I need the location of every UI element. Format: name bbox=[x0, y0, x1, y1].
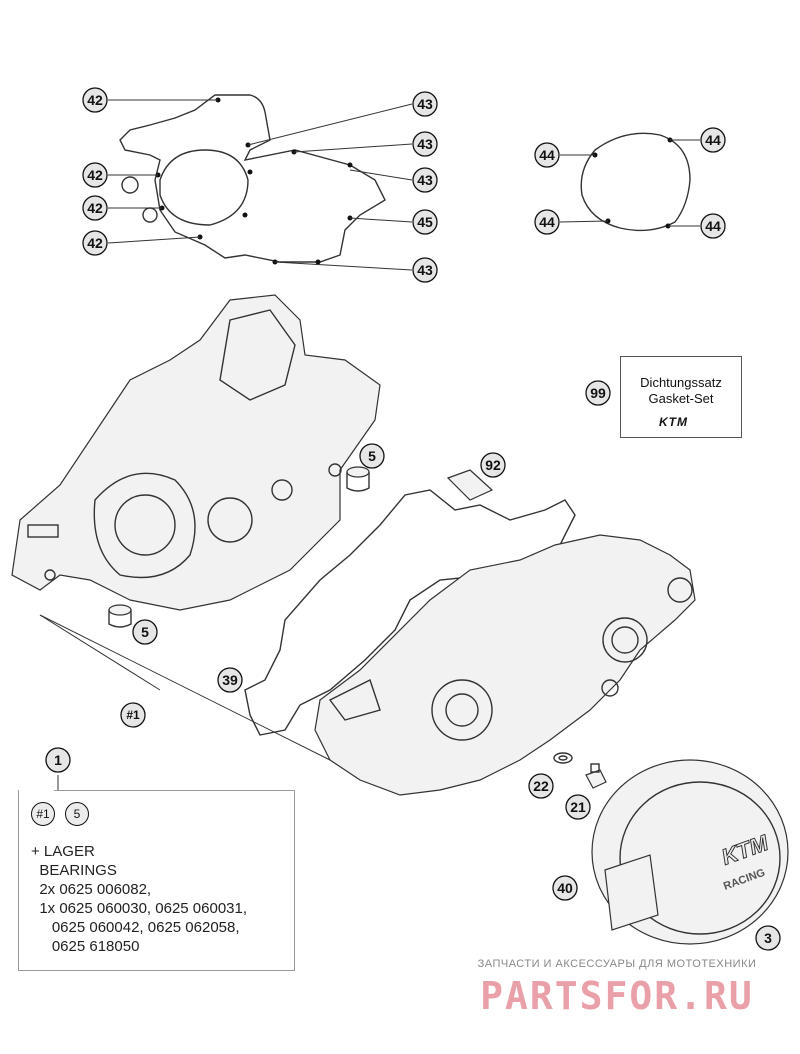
svg-text:44: 44 bbox=[705, 218, 721, 234]
callout-92[interactable]: 92 bbox=[480, 452, 506, 478]
site-watermark: ЗАПЧАСТИ И АКСЕССУАРЫ ДЛЯ МОТОТЕХНИКИ PA… bbox=[452, 958, 782, 1018]
svg-text:42: 42 bbox=[87, 235, 103, 251]
svg-text:42: 42 bbox=[87, 200, 103, 216]
watermark-tagline: ЗАПЧАСТИ И АКСЕССУАРЫ ДЛЯ МОТОТЕХНИКИ bbox=[477, 958, 757, 970]
watermark-site: PARTSFOR.RU bbox=[480, 974, 754, 1018]
svg-text:3: 3 bbox=[764, 930, 772, 946]
callout-5-a[interactable]: 5 bbox=[359, 443, 385, 469]
bearings-note: #1 5 + LAGER BEARINGS 2x 0625 006082, 1x… bbox=[18, 790, 295, 971]
svg-text:42: 42 bbox=[87, 92, 103, 108]
note-ref-5: 5 bbox=[65, 802, 89, 826]
svg-text:21: 21 bbox=[570, 799, 586, 815]
svg-text:43: 43 bbox=[417, 96, 433, 112]
screw-plug bbox=[585, 763, 607, 789]
gasket-set-box: Dichtungssatz Gasket-Set KTM bbox=[620, 350, 748, 438]
callout-99[interactable]: 99 bbox=[585, 380, 611, 406]
svg-text:44: 44 bbox=[705, 132, 721, 148]
callout-44-c[interactable]: 44 bbox=[700, 127, 726, 153]
callout-42-d[interactable]: 42 bbox=[82, 230, 108, 256]
svg-text:40: 40 bbox=[557, 880, 573, 896]
ktm-logo: KTM bbox=[659, 415, 688, 429]
note-references: #1 5 bbox=[31, 802, 89, 826]
svg-text:5: 5 bbox=[368, 448, 376, 464]
crankcase-gasket bbox=[244, 489, 576, 736]
svg-text:5: 5 bbox=[141, 624, 149, 640]
callout-42-a[interactable]: 42 bbox=[82, 87, 108, 113]
gasket-set-label: Dichtungssatz Gasket-Set KTM bbox=[620, 356, 742, 438]
svg-text:1: 1 bbox=[54, 752, 62, 768]
svg-text:45: 45 bbox=[417, 214, 433, 230]
svg-text:39: 39 bbox=[222, 672, 238, 688]
callout-43-a[interactable]: 43 bbox=[412, 91, 438, 117]
svg-text:42: 42 bbox=[87, 167, 103, 183]
callout-44-d[interactable]: 44 bbox=[700, 213, 726, 239]
note-ref-1: #1 bbox=[31, 802, 55, 826]
leader-lines bbox=[39, 99, 700, 790]
svg-text:#1: #1 bbox=[126, 708, 140, 722]
callout-42-b[interactable]: 42 bbox=[82, 162, 108, 188]
callout-39[interactable]: 39 bbox=[217, 667, 243, 693]
callout-45[interactable]: 45 bbox=[412, 209, 438, 235]
svg-text:43: 43 bbox=[417, 172, 433, 188]
callout-43-d[interactable]: 43 bbox=[412, 257, 438, 283]
callout-21[interactable]: 21 bbox=[565, 794, 591, 820]
right-crankcase-half bbox=[314, 534, 696, 796]
callout-44-b[interactable]: 44 bbox=[534, 209, 560, 235]
svg-text:92: 92 bbox=[485, 457, 501, 473]
callout-43-b[interactable]: 43 bbox=[412, 131, 438, 157]
svg-text:43: 43 bbox=[417, 136, 433, 152]
callout-3[interactable]: 3 bbox=[755, 925, 781, 951]
sealing-washer bbox=[553, 752, 573, 764]
cylinder-base-gasket bbox=[119, 94, 386, 265]
svg-text:22: 22 bbox=[533, 778, 549, 794]
callout-22[interactable]: 22 bbox=[528, 773, 554, 799]
callout-40[interactable]: 40 bbox=[552, 875, 578, 901]
callout-5-b[interactable]: 5 bbox=[132, 619, 158, 645]
svg-text:44: 44 bbox=[539, 214, 555, 230]
bearing-lower bbox=[108, 604, 132, 628]
left-crankcase-half bbox=[11, 294, 381, 611]
callout-42-c[interactable]: 42 bbox=[82, 195, 108, 221]
callout-1-ref[interactable]: #1 bbox=[120, 702, 146, 728]
ignition-cover: KTM RACING bbox=[591, 759, 789, 945]
callout-43-c[interactable]: 43 bbox=[412, 167, 438, 193]
svg-text:43: 43 bbox=[417, 262, 433, 278]
gasket-set-line1: Dichtungssatz bbox=[640, 375, 722, 390]
callout-44-a[interactable]: 44 bbox=[534, 142, 560, 168]
svg-text:44: 44 bbox=[539, 147, 555, 163]
cover-plate-92 bbox=[446, 469, 494, 501]
svg-text:99: 99 bbox=[590, 385, 606, 401]
gasket-set-line2: Gasket-Set bbox=[648, 391, 714, 406]
callout-1[interactable]: 1 bbox=[45, 747, 71, 773]
ignition-cover-gasket bbox=[580, 132, 691, 232]
note-divider bbox=[54, 790, 294, 791]
note-text: + LAGER BEARINGS 2x 0625 006082, 1x 0625… bbox=[31, 843, 248, 955]
bearing-upper bbox=[346, 466, 370, 492]
